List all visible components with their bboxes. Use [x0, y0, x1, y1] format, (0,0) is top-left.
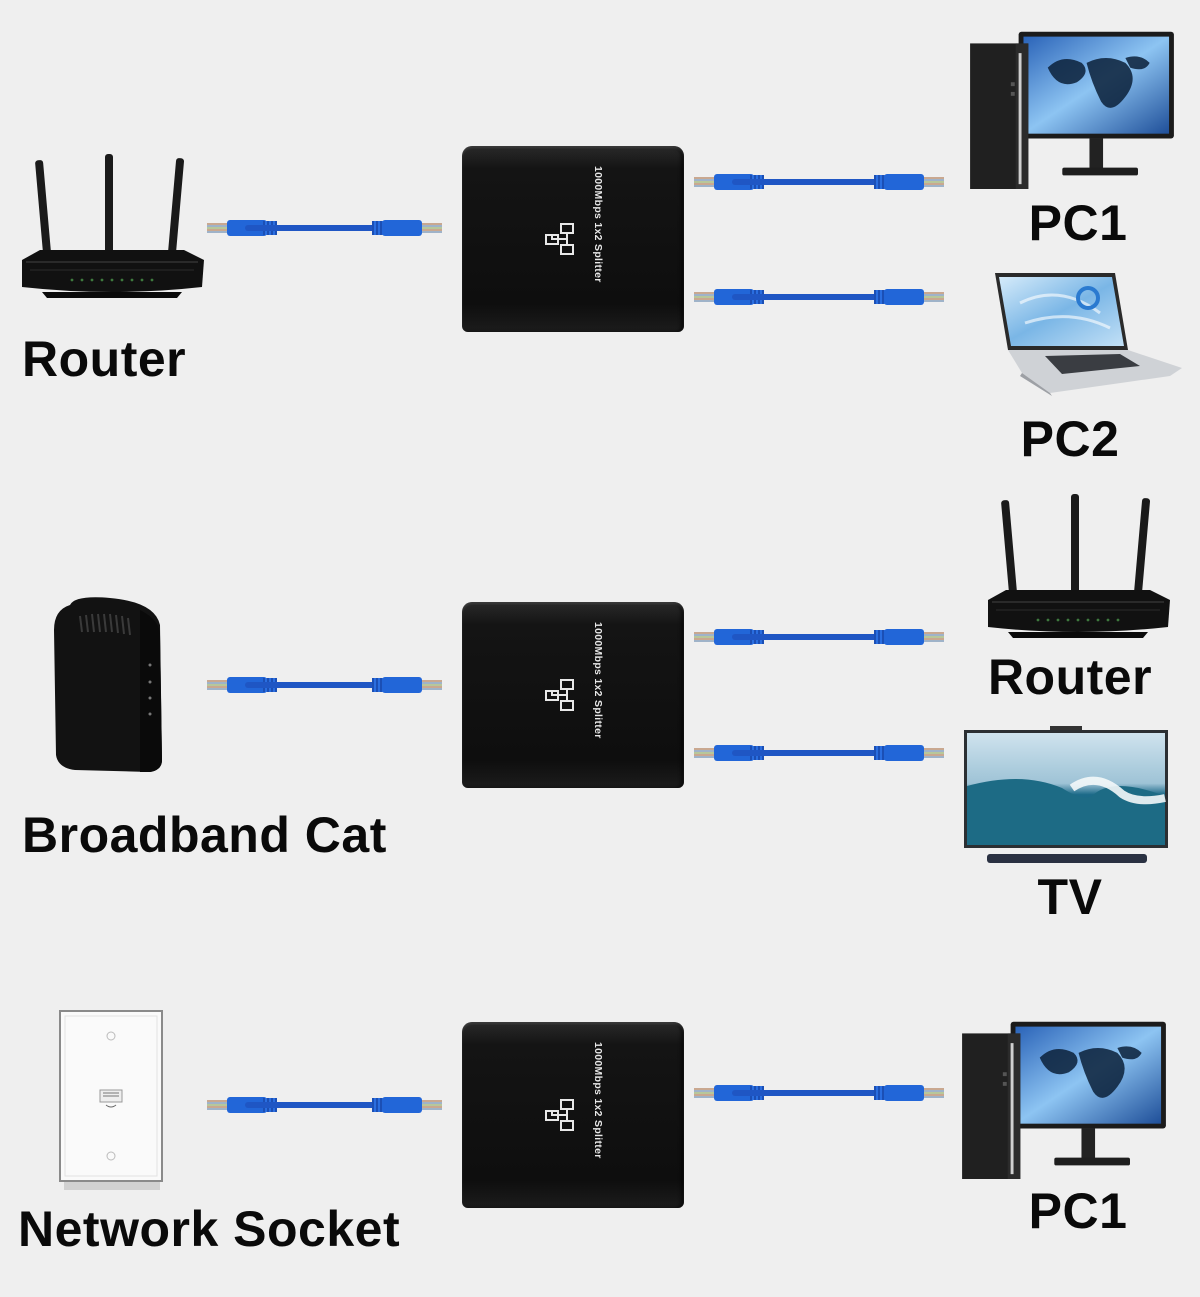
destination-label-router: Router: [987, 649, 1153, 705]
ethernet-cable-input: [207, 675, 442, 695]
wall-socket-icon: [59, 1010, 163, 1190]
destination-label-pc1: PC1: [1028, 1183, 1128, 1239]
destination-label-pc2: PC2: [1020, 411, 1120, 467]
splitter-text: 1000Mbps 1x2 Splitter: [592, 166, 604, 283]
ethernet-cable-output-1: [694, 1083, 944, 1103]
modem-icon: [54, 597, 162, 772]
ethernet-splitter: 1000Mbps 1x2 Splitter: [462, 146, 684, 332]
splitter-text: 1000Mbps 1x2 Splitter: [592, 622, 604, 739]
source-label-broadband-cat: Broadband Cat: [22, 807, 387, 863]
network-icon: [542, 221, 578, 257]
destination-label-pc1: PC1: [1028, 195, 1128, 251]
network-icon: [542, 1097, 578, 1133]
ethernet-cable-output-2: [694, 287, 944, 307]
ethernet-cable-input: [207, 1095, 442, 1115]
ethernet-cable-output-2: [694, 743, 944, 763]
tv-icon: [964, 726, 1168, 863]
wifi-router-icon: [978, 492, 1178, 642]
ethernet-cable-output-1: [694, 627, 944, 647]
network-icon: [542, 677, 578, 713]
ethernet-cable-input: [207, 218, 442, 238]
source-label-router: Router: [22, 331, 187, 387]
source-label-network-socket: Network Socket: [18, 1201, 401, 1257]
splitter-text: 1000Mbps 1x2 Splitter: [592, 1042, 604, 1159]
ethernet-cable-output-1: [694, 172, 944, 192]
desktop-pc-icon: [954, 1014, 1174, 1179]
ethernet-splitter: 1000Mbps 1x2 Splitter: [462, 1022, 684, 1208]
laptop-icon: [995, 273, 1182, 396]
destination-label-tv: TV: [1037, 869, 1103, 925]
desktop-pc-icon: [962, 24, 1182, 189]
ethernet-splitter: 1000Mbps 1x2 Splitter: [462, 602, 684, 788]
wifi-router-icon: [12, 152, 212, 302]
